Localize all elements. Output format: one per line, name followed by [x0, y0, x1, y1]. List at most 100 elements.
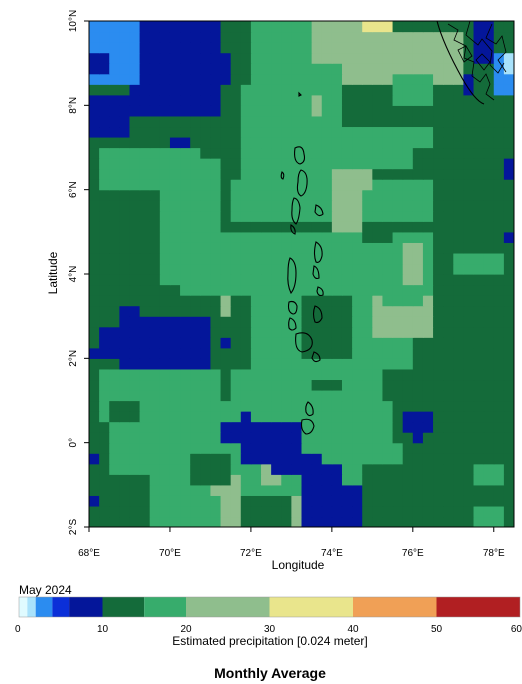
grid-cell	[463, 263, 475, 275]
grid-cell	[261, 189, 272, 201]
grid-cell	[372, 31, 384, 43]
grid-cell	[473, 21, 485, 33]
grid-cell	[261, 263, 272, 275]
grid-cell	[321, 126, 333, 138]
grid-cell	[119, 200, 131, 212]
grid-cell	[240, 442, 252, 454]
grid-cell	[210, 168, 222, 180]
grid-cell	[271, 347, 282, 359]
grid-cell	[220, 231, 232, 243]
grid-cell	[119, 263, 131, 275]
grid-cell	[412, 147, 424, 159]
grid-cell	[331, 179, 343, 191]
grid-cell	[159, 105, 171, 117]
grid-cell	[493, 115, 505, 128]
atoll-outline	[314, 204, 324, 217]
grid-cell	[129, 295, 141, 307]
grid-cell	[281, 421, 292, 433]
grid-cell	[139, 136, 151, 149]
grid-cell	[99, 358, 110, 370]
grid-cell	[139, 63, 151, 75]
grid-cell	[352, 484, 363, 496]
grid-cell	[129, 242, 141, 254]
grid-cell	[109, 242, 120, 254]
grid-cell	[341, 368, 353, 381]
grid-cell	[250, 274, 262, 286]
grid-cell	[240, 31, 252, 43]
grid-cell	[281, 400, 292, 412]
grid-cell	[301, 73, 313, 85]
grid-cell	[453, 263, 465, 275]
grid-cell	[433, 52, 444, 64]
grid-cell	[200, 474, 212, 486]
grid-cell	[89, 158, 100, 170]
grid-cell	[382, 115, 394, 128]
grid-cell	[291, 316, 303, 328]
grid-cell	[180, 495, 191, 507]
grid-cell	[261, 284, 272, 296]
grid-cell	[169, 347, 181, 359]
grid-cell	[443, 31, 454, 43]
grid-cell	[159, 168, 171, 180]
grid-cell	[503, 400, 514, 412]
grid-cell	[291, 284, 303, 296]
grid-cell	[281, 189, 292, 201]
grid-cell	[119, 31, 131, 43]
grid-cell	[149, 31, 161, 43]
grid-cell	[159, 495, 171, 507]
grid-cell	[129, 221, 141, 233]
grid-cell	[493, 337, 505, 349]
grid-cell	[169, 495, 181, 507]
grid-cell	[331, 305, 343, 317]
grid-cell	[321, 463, 333, 475]
grid-cell	[271, 421, 282, 433]
grid-cell	[220, 189, 232, 201]
grid-cell	[382, 379, 394, 391]
grid-cell	[483, 210, 495, 222]
grid-cell	[473, 105, 485, 117]
grid-cell	[220, 252, 232, 265]
grid-cell	[109, 231, 120, 243]
grid-cell	[89, 316, 100, 328]
grid-cell	[352, 411, 363, 423]
grid-cell	[119, 358, 131, 370]
grid-cell	[109, 295, 120, 307]
grid-cell	[149, 463, 161, 475]
grid-cell	[169, 326, 181, 338]
grid-cell	[250, 31, 262, 43]
grid-cell	[109, 42, 120, 54]
grid-cell	[331, 326, 343, 338]
grid-cell	[352, 326, 363, 338]
grid-cell	[412, 453, 424, 465]
grid-cell	[129, 200, 141, 212]
grid-cell	[200, 337, 212, 349]
grid-cell	[200, 368, 212, 381]
grid-cell	[402, 252, 414, 265]
grid-cell	[493, 210, 505, 222]
grid-cell	[372, 168, 384, 180]
grid-cell	[443, 105, 454, 117]
colorbar-segment	[27, 597, 36, 617]
grid-cell	[220, 421, 232, 433]
grid-cell	[362, 347, 373, 359]
grid-cell	[190, 242, 201, 254]
grid-cell	[422, 73, 434, 85]
grid-cell	[473, 400, 485, 412]
grid-cell	[240, 463, 252, 475]
grid-cell	[291, 252, 303, 265]
grid-cell	[422, 368, 434, 381]
grid-cell	[281, 389, 292, 402]
grid-cell	[139, 453, 151, 465]
grid-cell	[281, 295, 292, 307]
grid-cell	[362, 105, 373, 117]
grid-cell	[271, 158, 282, 170]
grid-cell	[281, 463, 292, 475]
grid-cell	[281, 52, 292, 64]
grid-cell	[99, 126, 110, 138]
grid-cell	[382, 442, 394, 454]
grid-cell	[220, 31, 232, 43]
grid-cell	[443, 168, 454, 180]
grid-cell	[210, 284, 222, 296]
grid-cell	[463, 295, 475, 307]
grid-cell	[230, 400, 242, 412]
